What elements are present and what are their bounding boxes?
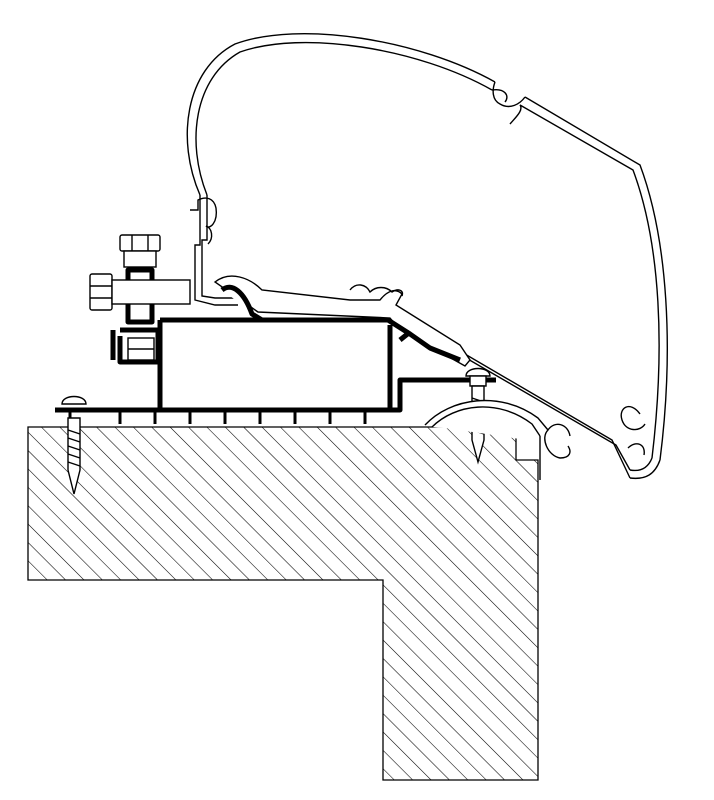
roof-wall-section: [27, 426, 539, 781]
gutter-profile: [424, 399, 571, 480]
awning-cassette-profile: [186, 32, 668, 480]
left-screw: [61, 395, 87, 495]
bolt-assembly: [89, 234, 191, 361]
awning-arm-profile: [213, 275, 471, 367]
base-rail-teeth: [68, 410, 367, 424]
